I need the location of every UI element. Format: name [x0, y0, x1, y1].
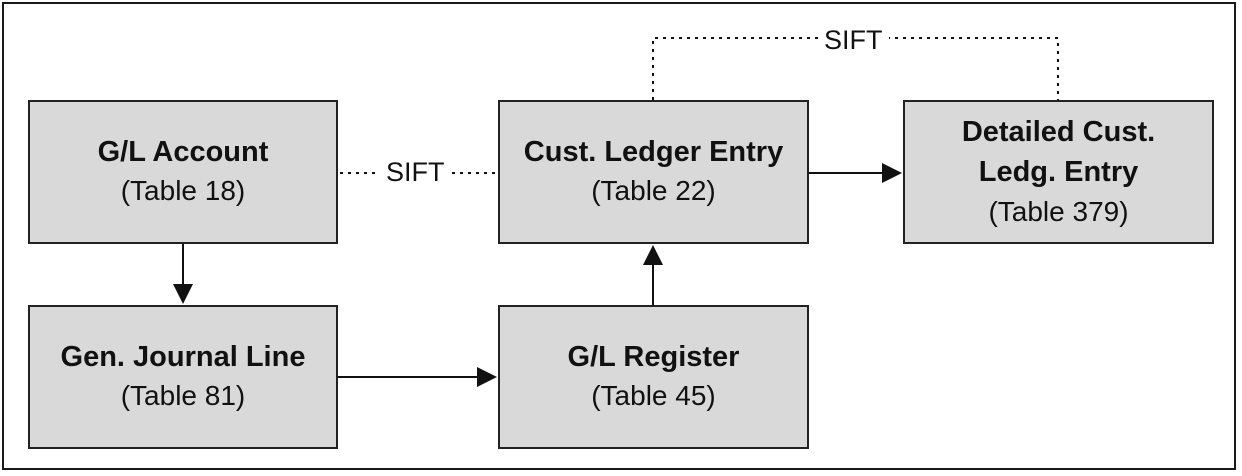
node-cust-ledger-entry-table: (Table 22) — [591, 175, 716, 206]
node-gl-account-table: (Table 18) — [120, 175, 246, 206]
node-gl-account-title: G/L Account — [97, 136, 269, 168]
node-detailed-cust-ledg-entry-title-line2: Ledg. Entry — [978, 156, 1139, 188]
node-detailed-cust-ledg-entry-table: (Table 379) — [988, 196, 1129, 227]
diagram-frame — [2, 2, 1236, 470]
node-gl-account: G/L Account (Table 18) — [28, 100, 338, 244]
node-cust-ledger-entry-title: Cust. Ledger Entry — [523, 136, 784, 168]
node-cust-ledger-entry: Cust. Ledger Entry (Table 22) — [498, 100, 809, 244]
node-gen-journal-line: Gen. Journal Line (Table 81) — [28, 305, 338, 449]
node-detailed-cust-ledg-entry: Detailed Cust. Ledg. Entry (Table 379) — [903, 100, 1214, 244]
node-gl-register: G/L Register (Table 45) — [498, 305, 809, 449]
sift-label-top: SIFT — [818, 24, 889, 56]
node-gl-register-title: G/L Register — [567, 341, 740, 373]
node-gen-journal-line-table: (Table 81) — [120, 380, 246, 411]
node-detailed-cust-ledg-entry-title-line1: Detailed Cust. — [961, 116, 1156, 148]
node-gl-register-table: (Table 45) — [591, 380, 716, 411]
node-gen-journal-line-title: Gen. Journal Line — [60, 341, 306, 373]
sift-label-left: SIFT — [380, 156, 451, 188]
